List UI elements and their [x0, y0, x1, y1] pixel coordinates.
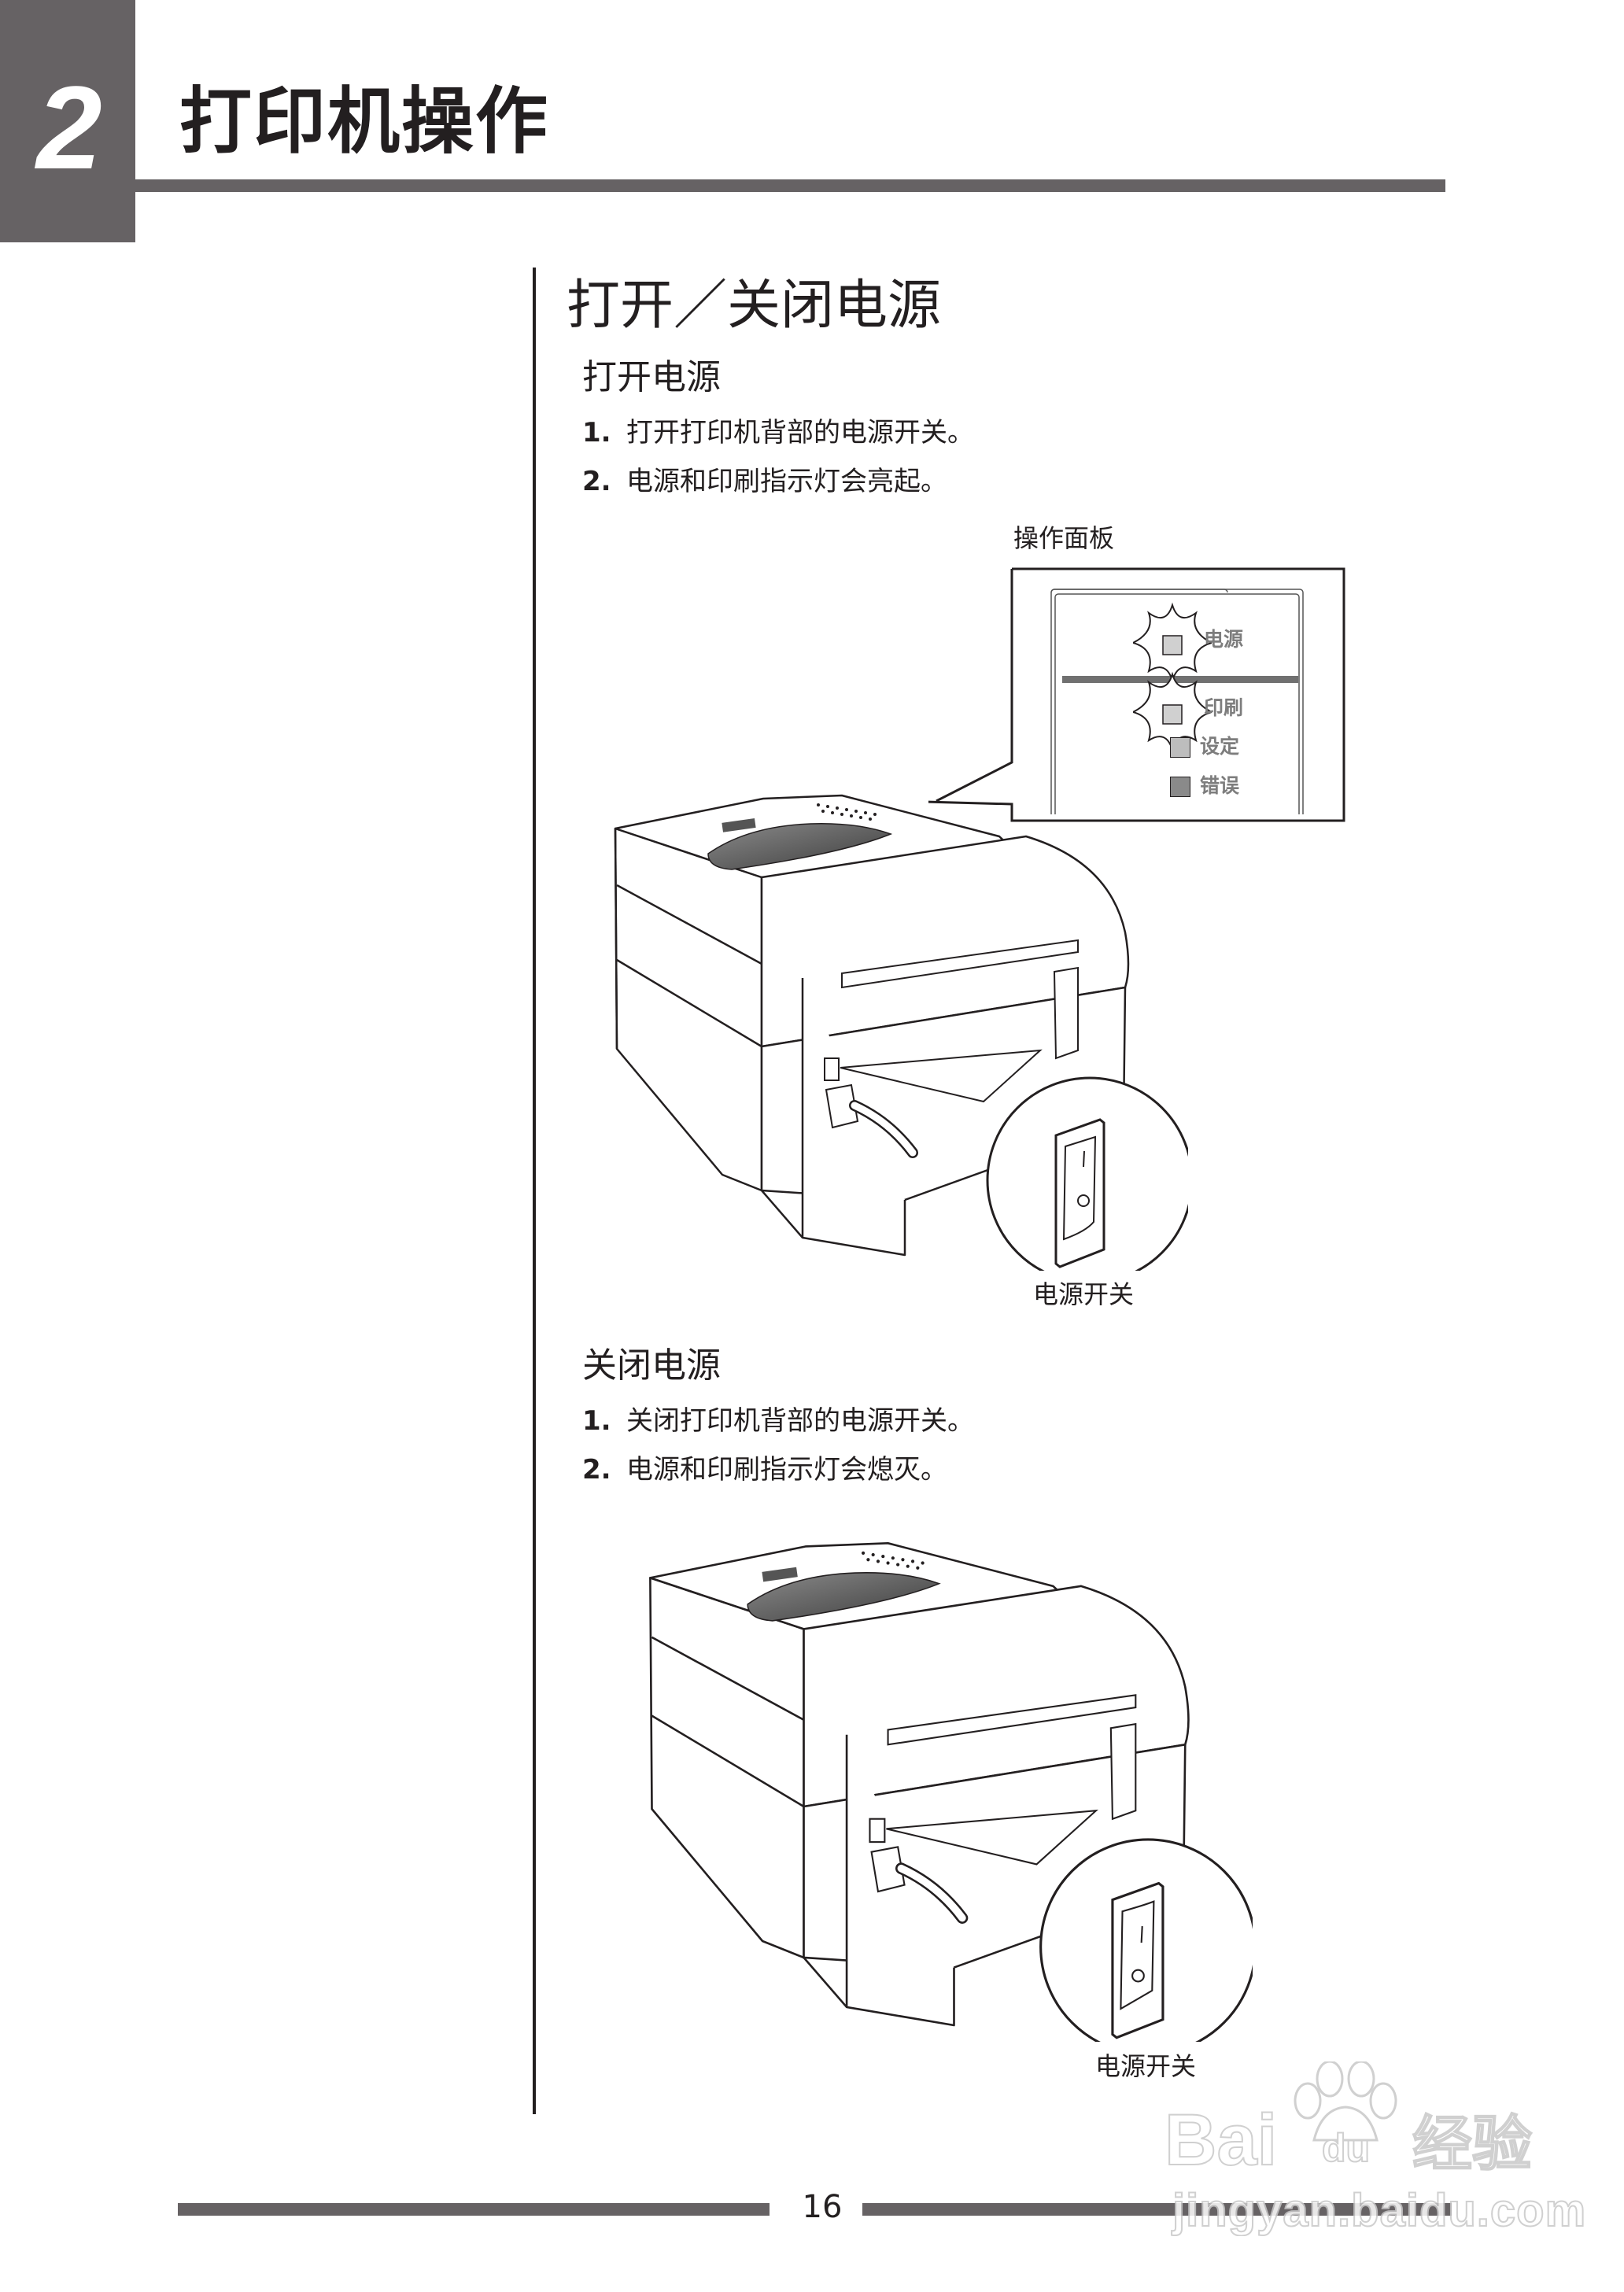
indicator-label-power: 电源: [1204, 628, 1244, 651]
setting-indicator-light: [1170, 737, 1190, 758]
power-off-step-2: 2. 电源和印刷指示灯会熄灭。: [582, 1452, 947, 1488]
section-title: 打开／关闭电源: [567, 275, 942, 337]
chapter-tab: [0, 0, 135, 242]
power-switch-label-2: 电源开关: [1095, 2051, 1197, 2081]
watermark-brand-cn: 经验: [1412, 2108, 1533, 2179]
power-on-step-2: 2. 电源和印刷指示灯会亮起。: [582, 463, 947, 500]
indicator-label-setting: 设定: [1200, 735, 1240, 758]
page-number: 16: [802, 2189, 843, 2225]
watermark-url: jingyan.baidu.com: [1172, 2185, 1587, 2237]
indicator-label-print: 印刷: [1204, 696, 1244, 719]
error-indicator-light: [1170, 777, 1190, 797]
step-number: 1.: [582, 1405, 611, 1437]
indicator-label-error: 错误: [1200, 774, 1240, 797]
operation-panel-label: 操作面板: [1013, 523, 1115, 553]
power-off-step-1: 1. 关闭打印机背部的电源开关。: [582, 1403, 974, 1439]
printer-illustration-power-off: [649, 1541, 1253, 2042]
step-text: 电源和印刷指示灯会熄灭。: [626, 1454, 947, 1486]
paw-logo-icon: [1294, 2061, 1397, 2142]
baidu-jingyan-watermark: Bai du 经验 jingyan.baidu.com: [1157, 2046, 1586, 2237]
footer-bar-right: [862, 2203, 1452, 2216]
footer-bar-left: [178, 2203, 770, 2216]
watermark-brand: Bai: [1164, 2100, 1278, 2180]
step-number: 2.: [582, 466, 611, 497]
header-rule: [135, 179, 1445, 192]
power-indicator-burst-icon: [1133, 602, 1212, 684]
step-number: 1.: [582, 417, 611, 448]
chapter-title: 打印机操作: [179, 79, 550, 164]
power-on-step-1: 1. 打开打印机背部的电源开关。: [582, 415, 974, 451]
chapter-number: 2: [36, 61, 102, 194]
step-text: 电源和印刷指示灯会亮起。: [626, 466, 947, 497]
column-divider: [533, 268, 536, 2114]
step-text: 打开打印机背部的电源开关。: [626, 417, 974, 448]
operation-panel-callout: [928, 567, 1345, 822]
power-on-heading: 打开电源: [582, 357, 721, 397]
step-text: 关闭打印机背部的电源开关。: [626, 1405, 974, 1437]
power-switch-label-1: 电源开关: [1033, 1279, 1135, 1309]
watermark-brand-paw: du: [1321, 2125, 1371, 2171]
printer-illustration-power-on: [614, 794, 1188, 1271]
power-off-heading: 关闭电源: [582, 1345, 721, 1386]
step-number: 2.: [582, 1454, 611, 1486]
